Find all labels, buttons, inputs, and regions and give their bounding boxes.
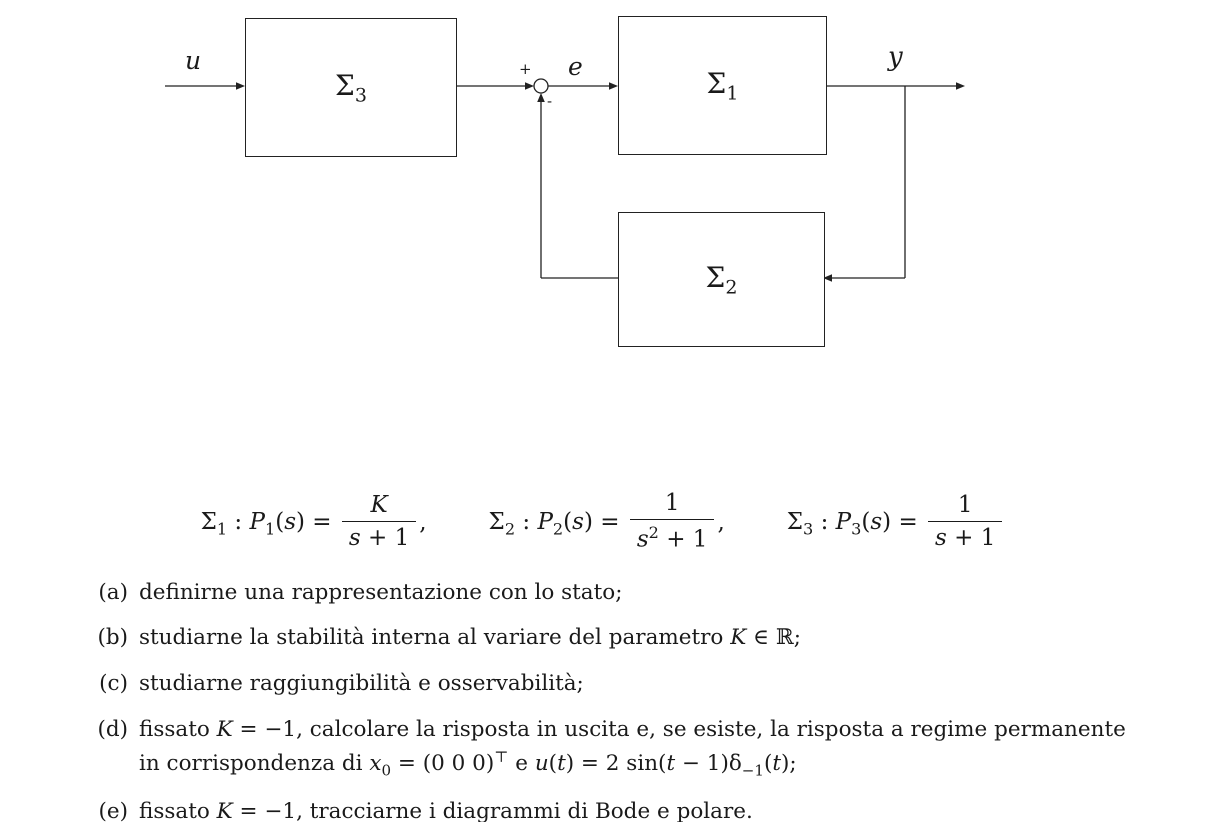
item-marker: (d) bbox=[97, 716, 128, 742]
item-text: fissato K = −1, tracciarne i diagrammi d… bbox=[139, 798, 753, 822]
list-item: (a) definirne una rappresentazione con l… bbox=[82, 577, 1148, 610]
list-item: (b) studiarne la stabilità interna al va… bbox=[82, 622, 1148, 655]
signal-label-u: u bbox=[185, 46, 202, 75]
tf3-numerator: 1 bbox=[928, 492, 1003, 522]
tf1-denominator: s + 1 bbox=[348, 524, 410, 551]
signal-label-y: y bbox=[888, 42, 903, 72]
tf3-lhs: Σ3 : P3(s) = bbox=[786, 509, 926, 539]
summing-junction bbox=[533, 78, 549, 94]
signal-label-e: e bbox=[568, 52, 583, 81]
diagram-wiring bbox=[165, 78, 965, 282]
list-item: (c) studiarne raggiungibilità e osservab… bbox=[82, 668, 1148, 701]
block-sigma2-label: Σ2 bbox=[705, 260, 738, 299]
item-marker: (e) bbox=[98, 798, 129, 822]
tf2-denominator: s2 + 1 bbox=[636, 523, 708, 553]
arrowhead bbox=[609, 82, 618, 90]
block-diagram: Σ3 Σ1 Σ2 u e y + - bbox=[0, 0, 1206, 400]
block-sigma1-label: Σ1 bbox=[706, 66, 739, 105]
arrowhead bbox=[236, 82, 245, 90]
summing-plus-sign: + bbox=[519, 60, 532, 78]
block-sigma3-label: Σ3 bbox=[335, 68, 367, 107]
tf2-numerator: 1 bbox=[629, 490, 715, 520]
list-item: (e) fissato K = −1, tracciarne i diagram… bbox=[82, 796, 1148, 822]
arrowhead bbox=[956, 82, 965, 90]
block-sigma1: Σ1 bbox=[618, 16, 827, 155]
arrowhead bbox=[823, 274, 832, 282]
tf2-lhs: Σ2 : P2(s) = bbox=[488, 509, 627, 539]
list-item: (d) fissato K = −1, calcolare la rispost… bbox=[82, 714, 1148, 783]
item-text: studiarne la stabilità interna al variar… bbox=[139, 625, 801, 651]
block-sigma2: Σ2 bbox=[618, 212, 825, 347]
summing-minus-sign: - bbox=[547, 92, 553, 110]
exercise-item-list: (a) definirne una rappresentazione con l… bbox=[82, 577, 1148, 822]
item-text: studiarne raggiungibilità e osservabilit… bbox=[139, 671, 584, 696]
block-sigma3: Σ3 bbox=[245, 18, 457, 157]
item-text: definirne una rappresentazione con lo st… bbox=[139, 579, 623, 605]
tf1-separator: , bbox=[419, 509, 427, 536]
tf3-denominator: s + 1 bbox=[935, 524, 996, 551]
arrowhead bbox=[537, 93, 545, 102]
tf2-separator: , bbox=[717, 509, 725, 536]
item-marker: (a) bbox=[98, 579, 128, 605]
item-text: fissato K = −1, calcolare la risposta in… bbox=[139, 716, 1126, 780]
tf1-numerator: K bbox=[341, 492, 417, 522]
tf1-lhs: Σ1 : P1(s) = bbox=[200, 509, 339, 539]
item-marker: (b) bbox=[97, 625, 128, 651]
item-marker: (c) bbox=[99, 671, 128, 696]
arrowhead bbox=[525, 82, 534, 90]
